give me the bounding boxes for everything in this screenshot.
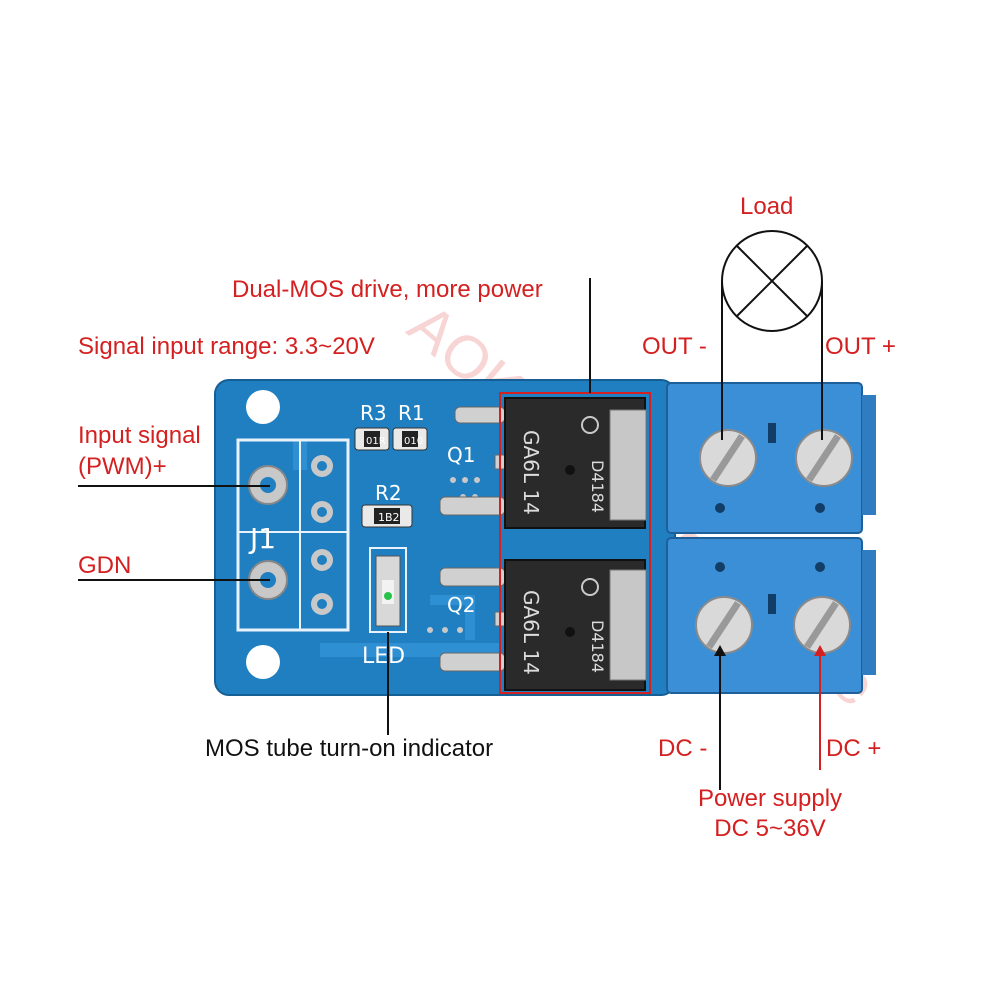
terminal-block-input [666,537,876,694]
resistor-r2 [361,504,413,528]
silk-q1: Q1 [447,443,475,467]
silk-r3-code: 01R [366,436,386,447]
label-dc-plus: DC + [826,735,882,762]
mosfet-highlight-box [499,392,651,694]
label-gdn: GDN [78,552,132,579]
silk-r2-code: 1B2 [378,511,400,524]
label-signal-range: Signal input range: 3.3~20V [78,333,375,360]
mosfet-q2 [504,559,647,691]
leader-lines [78,278,826,790]
mosfet-q1 [504,397,647,529]
label-dc-minus: DC - [658,735,708,762]
silk-r1: R1 [398,401,425,425]
label-out-minus: OUT - [642,333,707,360]
label-input-signal-2: (PWM)+ [78,453,167,480]
mounting-hole-bottom [246,645,280,679]
label-input-signal-1: Input signal [78,422,201,449]
terminal-block-output [666,382,876,534]
resistor-r3 [354,427,390,451]
silk-led: LED [362,644,405,669]
label-power-supply-2: DC 5~36V [714,815,826,842]
silk-j1: J1 [248,522,276,555]
mosfet-q2-part: D4184 [588,620,607,673]
label-mos-indicator: MOS tube turn-on indicator [205,735,494,762]
mosfet-q1-marking: GA6L 14 [519,430,543,515]
resistor-r1 [392,427,428,451]
load-lamp-symbol [721,230,823,332]
label-dual-mos: Dual-MOS drive, more power [232,276,543,303]
label-out-plus: OUT + [825,333,896,360]
label-power-supply-1: Power supply [697,785,843,812]
mosfet-q2-marking: GA6L 14 [519,590,543,675]
label-load: Load [740,193,794,220]
led-component [369,547,407,633]
silk-r1-code: 010 [404,436,423,447]
silk-q2: Q2 [447,593,475,617]
silk-r3: R3 [360,401,387,425]
mounting-hole-top [246,390,280,424]
silk-r2: R2 [375,481,402,505]
mosfet-q1-part: D4184 [588,460,607,513]
